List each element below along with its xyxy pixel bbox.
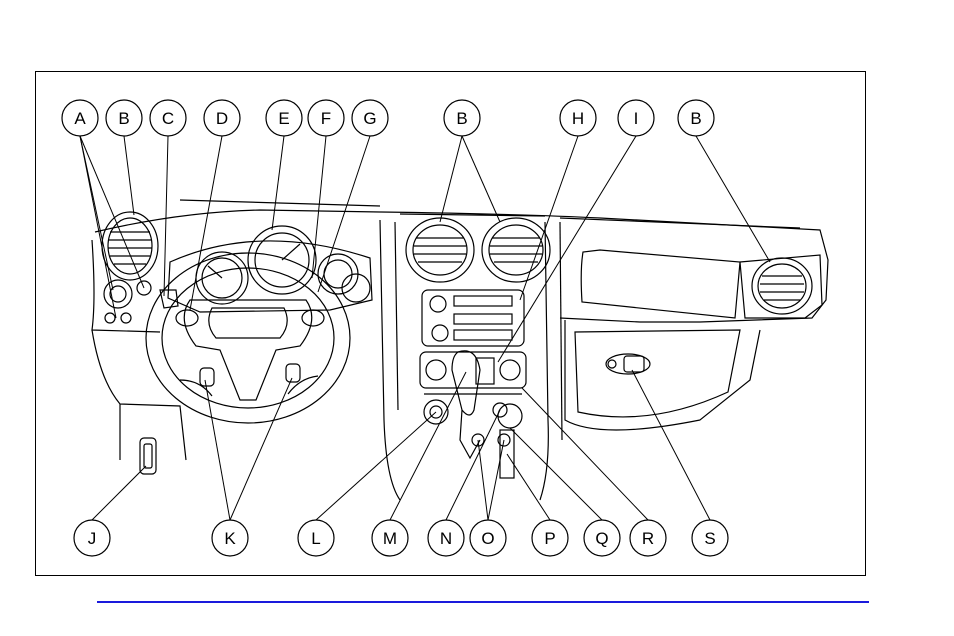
callouts-bottom: J K L M N O P Q R S: [74, 520, 728, 556]
hood-release-handle: [140, 438, 156, 474]
callout-j: J: [88, 529, 97, 548]
glove-box-latch: [606, 354, 650, 374]
callout-m: M: [383, 529, 397, 548]
leader-lines: [80, 136, 770, 520]
right-vent: [752, 258, 812, 314]
callout-d: D: [216, 109, 228, 128]
callout-q: Q: [595, 529, 608, 548]
center-vents: [406, 218, 550, 282]
callout-s: S: [704, 529, 715, 548]
right-spoke-button: [302, 310, 324, 326]
callout-o: O: [481, 529, 494, 548]
callout-h: H: [572, 109, 584, 128]
callout-i: I: [634, 109, 639, 128]
callout-n: N: [440, 529, 452, 548]
callouts-top: A B C D E F G B H I B: [62, 100, 714, 136]
callout-r: R: [642, 529, 654, 548]
callout-k: K: [224, 529, 236, 548]
right-audio-control: [286, 364, 300, 382]
callout-g: G: [363, 109, 376, 128]
callout-l: L: [311, 529, 320, 548]
callout-b-left: B: [118, 109, 129, 128]
callout-a: A: [74, 109, 86, 128]
callout-b-right: B: [690, 109, 701, 128]
callout-p: P: [544, 529, 555, 548]
callout-e: E: [278, 109, 289, 128]
climate-controls: [420, 352, 526, 394]
callout-f: F: [321, 109, 331, 128]
left-spoke-button: [176, 310, 198, 326]
audio-system: [422, 290, 524, 346]
headlamp-switch: [104, 280, 151, 323]
left-audio-control: [200, 368, 214, 386]
callout-c: C: [162, 109, 174, 128]
instrument-cluster: [168, 226, 372, 312]
left-vent: [102, 212, 158, 280]
footer-rule: [97, 601, 869, 603]
callout-b-center: B: [456, 109, 467, 128]
